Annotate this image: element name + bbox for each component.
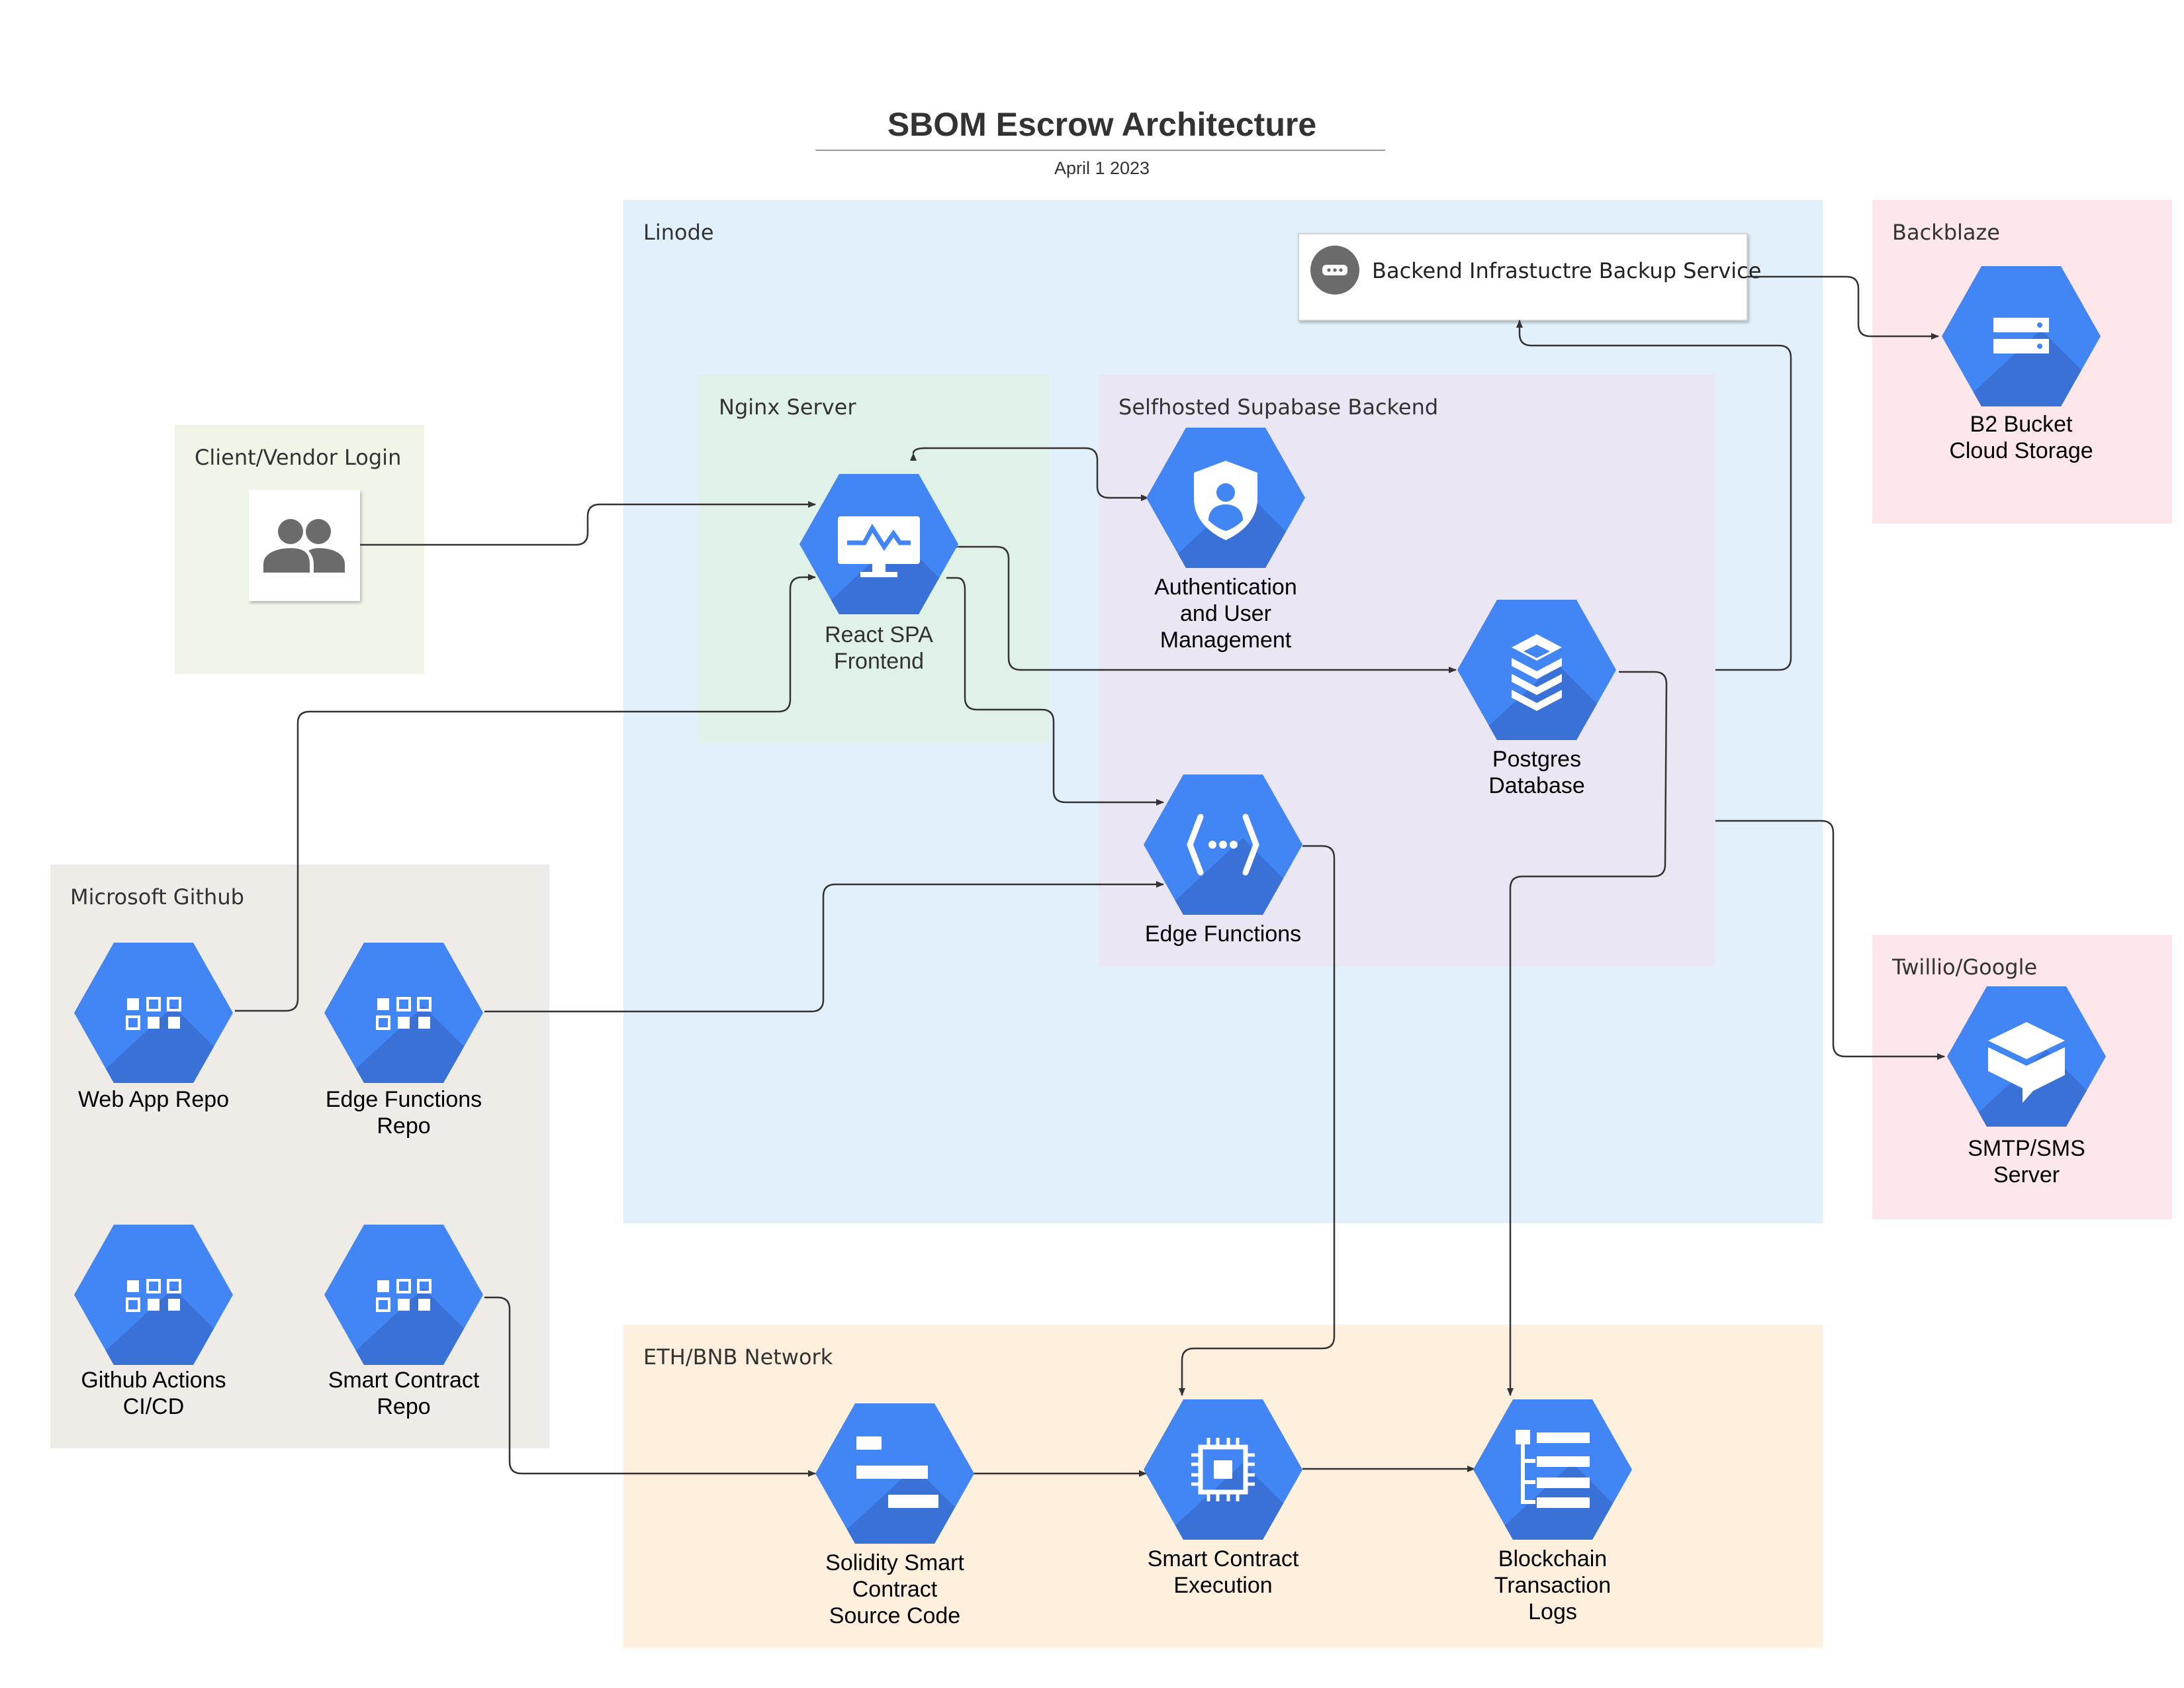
node-contract-exec-label-1: Smart Contract xyxy=(1148,1546,1299,1571)
node-edge-functions-repo-label-1: Edge Functions xyxy=(326,1087,482,1112)
edge-webapp-react xyxy=(235,574,816,1012)
grid-icon xyxy=(376,997,432,1030)
tree-list-icon xyxy=(1516,1430,1590,1508)
edge-react-edge xyxy=(946,577,1164,806)
diagram-title: SBOM Escrow Architecture xyxy=(887,106,1316,143)
node-smtp[interactable]: SMTP/SMS Server xyxy=(1947,986,2126,1188)
node-edge-functions[interactable]: Edge Functions xyxy=(1144,774,1322,947)
node-solidity-label-2: Contract xyxy=(852,1577,938,1602)
chat-bubble-icon xyxy=(1310,246,1359,295)
node-auth-label-3: Management xyxy=(1160,628,1292,653)
group-supabase-label: Selfhosted Supabase Backend xyxy=(1118,395,1438,420)
edge-postgres-txlogs xyxy=(1507,671,1668,1396)
node-edge-functions-label-1: Edge Functions xyxy=(1145,921,1301,947)
node-postgres-label-1: Postgres xyxy=(1492,747,1581,772)
group-github-label: Microsoft Github xyxy=(70,884,244,910)
edge-client-to-react xyxy=(360,501,816,546)
edge-edge-contractexec xyxy=(1179,845,1336,1396)
client-login-box xyxy=(249,490,360,601)
group-linode-label: Linode xyxy=(643,220,714,245)
group-client-label: Client/Vendor Login xyxy=(195,445,401,470)
backup-service-box: Backend Infrastuctre Backup Service xyxy=(1298,233,1761,321)
node-smtp-label-1: SMTP/SMS xyxy=(1968,1136,2085,1161)
node-react-spa-label-1: React SPA xyxy=(825,622,933,647)
node-web-app-repo-label-1: Web App Repo xyxy=(78,1087,229,1112)
grid-icon xyxy=(126,997,181,1030)
group-nginx-label: Nginx Server xyxy=(719,395,856,420)
group-eth-label: ETH/BNB Network xyxy=(643,1344,833,1370)
shield-user-icon xyxy=(1194,461,1257,540)
node-smart-contract-repo-label-1: Smart Contract xyxy=(328,1368,480,1393)
node-edge-functions-repo[interactable]: Edge Functions Repo xyxy=(324,943,503,1139)
database-layers-icon xyxy=(1512,634,1562,711)
node-solidity[interactable]: Solidity Smart Contract Source Code xyxy=(815,1403,994,1628)
node-tx-logs-label-2: Transaction xyxy=(1494,1573,1611,1598)
group-backblaze-label: Backblaze xyxy=(1892,220,2000,245)
node-b2-bucket-label-1: B2 Bucket xyxy=(1970,412,2073,437)
functions-icon xyxy=(1187,814,1259,876)
edge-linode-backup xyxy=(1516,320,1792,671)
edges xyxy=(235,275,1945,1477)
source-code-icon xyxy=(856,1436,938,1508)
node-tx-logs-label-3: Logs xyxy=(1528,1599,1577,1624)
edge-react-postgres xyxy=(951,543,1457,673)
backup-service-label: Backend Infrastuctre Backup Service xyxy=(1372,258,1761,283)
edge-backup-b2 xyxy=(1747,275,1939,340)
node-smtp-label-2: Server xyxy=(1993,1162,2060,1188)
node-edge-functions-repo-label-2: Repo xyxy=(377,1113,430,1139)
node-github-actions[interactable]: Github Actions CI/CD xyxy=(74,1225,253,1419)
node-react-spa-label-2: Frontend xyxy=(834,649,924,674)
node-contract-exec-label-2: Execution xyxy=(1173,1573,1272,1598)
node-solidity-label-3: Source Code xyxy=(829,1603,960,1628)
node-auth-label-2: and User xyxy=(1180,601,1271,626)
node-postgres-label-2: Database xyxy=(1488,773,1585,798)
node-smart-contract-repo-label-2: Repo xyxy=(377,1394,430,1419)
monitor-icon xyxy=(838,516,920,577)
group-twillio-label: Twillio/Google xyxy=(1891,955,2037,980)
edge-react-auth xyxy=(909,447,1149,501)
node-b2-bucket-label-2: Cloud Storage xyxy=(1949,438,2093,463)
grid-icon xyxy=(126,1279,181,1312)
edge-edgerepo-edge xyxy=(484,881,1164,1013)
edge-linode-smtp xyxy=(1715,820,1945,1060)
diagram-subtitle: April 1 2023 xyxy=(1054,158,1150,178)
node-tx-logs-label-1: Blockchain xyxy=(1498,1546,1607,1571)
grid-icon xyxy=(376,1279,432,1312)
node-github-actions-label-1: Github Actions xyxy=(81,1368,226,1393)
message-box-icon xyxy=(1988,1022,2065,1103)
edge-smartrepo-solidity xyxy=(484,1296,816,1477)
chip-icon xyxy=(1191,1438,1255,1501)
node-react-spa[interactable]: React SPA Frontend xyxy=(799,474,978,674)
node-solidity-label-1: Solidity Smart xyxy=(825,1550,964,1575)
users-icon xyxy=(263,519,345,573)
node-github-actions-label-2: CI/CD xyxy=(123,1394,185,1419)
storage-icon xyxy=(1993,318,2049,353)
node-auth-label-1: Authentication xyxy=(1154,575,1297,600)
